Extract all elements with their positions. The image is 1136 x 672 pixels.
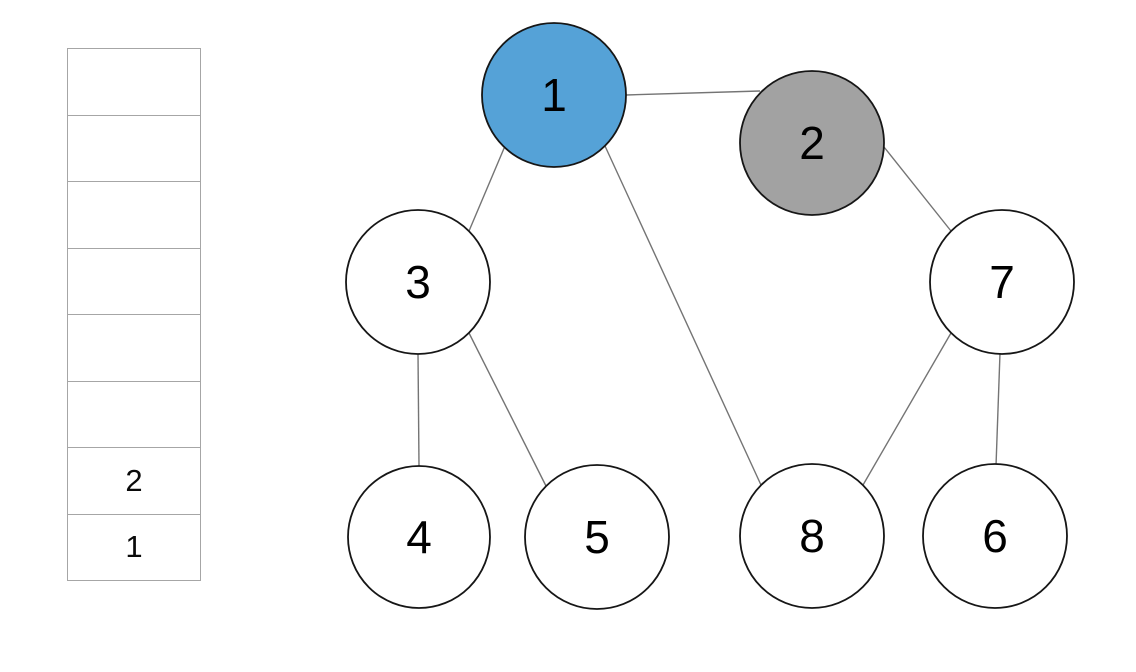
stack-cell-label: 1 (125, 529, 143, 565)
node-label-2: 2 (799, 117, 825, 169)
stack-cell-4 (67, 247, 201, 315)
edge-2-7 (883, 146, 952, 232)
stack-cell-2 (67, 114, 201, 182)
edge-3-5 (468, 332, 547, 487)
stack-cell-label: 2 (125, 462, 143, 498)
node-label-6: 6 (982, 510, 1008, 562)
edge-1-3 (468, 145, 506, 232)
stack-cell-6 (67, 380, 201, 448)
node-8[interactable] (739, 463, 885, 609)
node-7[interactable] (929, 209, 1075, 355)
stack-cell-8: 1 (67, 513, 201, 581)
node-4[interactable] (347, 465, 491, 609)
node-2[interactable] (739, 70, 885, 216)
node-label-7: 7 (989, 256, 1015, 308)
stack-cell-1 (67, 48, 201, 116)
edge-7-8 (862, 332, 952, 486)
stack-cell-7: 2 (67, 447, 201, 515)
edge-1-2 (625, 90, 761, 96)
node-label-8: 8 (799, 510, 825, 562)
node-label-4: 4 (406, 511, 432, 563)
edge-7-6 (995, 352, 1001, 467)
node-1[interactable] (481, 22, 627, 168)
node-label-1: 1 (541, 69, 567, 121)
edge-3-4 (417, 352, 420, 467)
node-6[interactable] (922, 463, 1068, 609)
node-label-3: 3 (405, 256, 431, 308)
node-3[interactable] (345, 209, 491, 355)
node-label-5: 5 (584, 511, 610, 563)
edge-1-8 (604, 145, 762, 486)
node-5[interactable] (524, 464, 670, 610)
stack-cell-5 (67, 314, 201, 382)
